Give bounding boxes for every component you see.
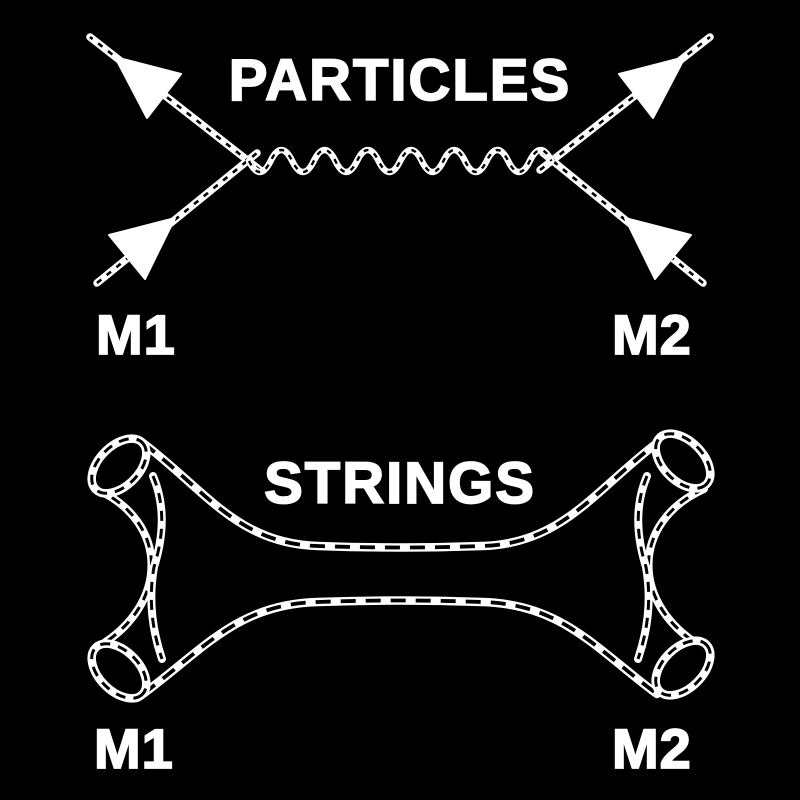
tube-mouth-top-left-stitch [90, 437, 148, 495]
tube-mouth-bottom-left-stitch [90, 642, 148, 700]
strings-title: STRINGS [264, 451, 536, 516]
strings-m2-label: M2 [612, 717, 692, 780]
arrowhead-top-right [618, 56, 686, 119]
right-fold-edge [644, 485, 708, 652]
worldsheet-top-edge-stitch [141, 441, 659, 550]
worldsheet-bottom-edge-stitch [141, 598, 659, 696]
particles-m2-label: M2 [612, 303, 692, 366]
strings-m1-label: M1 [94, 717, 174, 780]
stitch-bottom-left [96, 151, 258, 285]
tube-mouth-bottom-right [651, 636, 715, 700]
particles-m1-label: M1 [96, 303, 176, 366]
tube-mouth-top-right [651, 429, 715, 493]
strings-worldsheet-diagram: STRINGS M1 M2 [87, 429, 715, 781]
tube-mouth-top-right-stitch [654, 432, 712, 490]
arrowhead-top-left [114, 56, 182, 119]
tube-mouth-top-left [87, 434, 151, 498]
worldsheet-bottom-edge [138, 596, 662, 699]
tube-mouth-bottom-right-stitch [654, 639, 712, 697]
tube-mouth-bottom-left [87, 639, 151, 703]
left-pinch-edge-stitch [149, 475, 164, 660]
right-pinch-edge-stitch [636, 475, 651, 660]
photon-wavy-line [245, 146, 555, 176]
arrowhead-bottom-left [108, 217, 176, 280]
stitch-bottom-right [542, 151, 704, 285]
arrowhead-bottom-right [624, 217, 692, 280]
particles-feynman-diagram: PARTICLES M1 M2 [86, 33, 714, 367]
particles-title: PARTICLES [229, 48, 571, 113]
left-fold-edge [92, 485, 156, 652]
